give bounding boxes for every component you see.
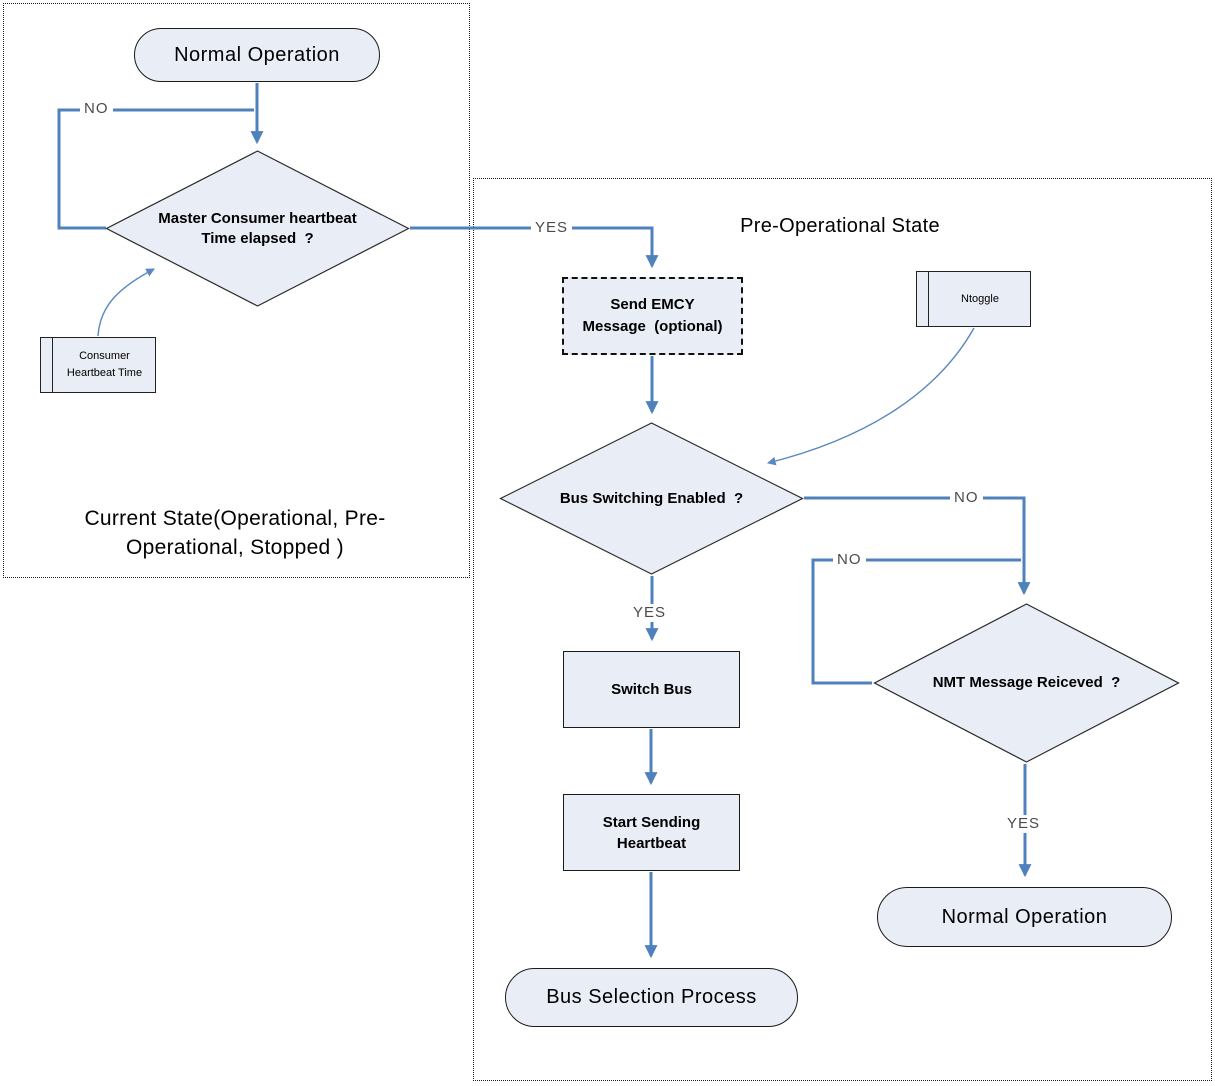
ntoggle-node: Ntoggle <box>916 271 1031 327</box>
edge-busswitch-no-to-nmt <box>804 496 1031 596</box>
bus-switching-decision-diamond: Bus Switching Enabled ? <box>499 422 804 575</box>
pre-operational-title: Pre-Operational State <box>740 215 940 237</box>
heartbeat-decision-diamond: Master Consumer heartbeat Time elapsed ? <box>105 150 410 307</box>
edge-consumer-ref-arrow <box>97 268 155 337</box>
normal-operation-start-label: Normal Operation <box>174 43 340 66</box>
nmt-decision-diamond: NMT Message Reiceved ? <box>873 603 1180 763</box>
send-emcy-node: Send EMCY Message (optional) <box>562 277 743 355</box>
heartbeat-yes-label: YES <box>531 219 573 237</box>
nmt-yes-label: YES <box>1003 815 1045 833</box>
normal-operation-end-label: Normal Operation <box>941 905 1108 928</box>
send-emcy-label: Send EMCY Message (optional) <box>582 296 723 335</box>
switch-bus-label: Switch Bus <box>611 681 692 698</box>
bus-switching-no-label: NO <box>950 489 983 507</box>
ntoggle-label: Ntoggle <box>961 292 999 305</box>
bus-selection-process-node: Bus Selection Process <box>505 968 798 1027</box>
current-state-caption: Current State(Operational, Pre- Operatio… <box>84 507 386 559</box>
start-sending-heartbeat-node: Start Sending Heartbeat <box>563 794 740 871</box>
consumer-heartbeat-time-node: Consumer Heartbeat Time <box>40 337 156 393</box>
heartbeat-no-label: NO <box>80 100 113 118</box>
bus-switching-decision-label: Bus Switching Enabled ? <box>559 489 744 507</box>
normal-operation-end-node: Normal Operation <box>877 887 1172 947</box>
switch-bus-node: Switch Bus <box>563 651 740 728</box>
nmt-no-label: NO <box>833 551 866 569</box>
consumer-heartbeat-time-label: Consumer Heartbeat Time <box>66 350 143 379</box>
edge-ntoggle-ref-arrow <box>766 327 975 466</box>
heartbeat-decision-label: Master Consumer heartbeat Time elapsed ? <box>158 209 357 247</box>
current-state-panel <box>3 3 470 578</box>
bus-switching-yes-label: YES <box>629 604 671 622</box>
edge-nmt-no-loop <box>811 558 1021 685</box>
edge-heartbeat-yes-to-emcy <box>410 226 659 269</box>
pre-operational-panel <box>473 178 1212 1081</box>
bus-selection-process-label: Bus Selection Process <box>546 986 757 1008</box>
start-sending-heartbeat-label: Start Sending Heartbeat <box>602 813 701 852</box>
normal-operation-start-node: Normal Operation <box>134 28 380 82</box>
nmt-decision-label: NMT Message Reiceved ? <box>932 674 1121 691</box>
edge-heartbeat-no-loop <box>57 108 254 230</box>
